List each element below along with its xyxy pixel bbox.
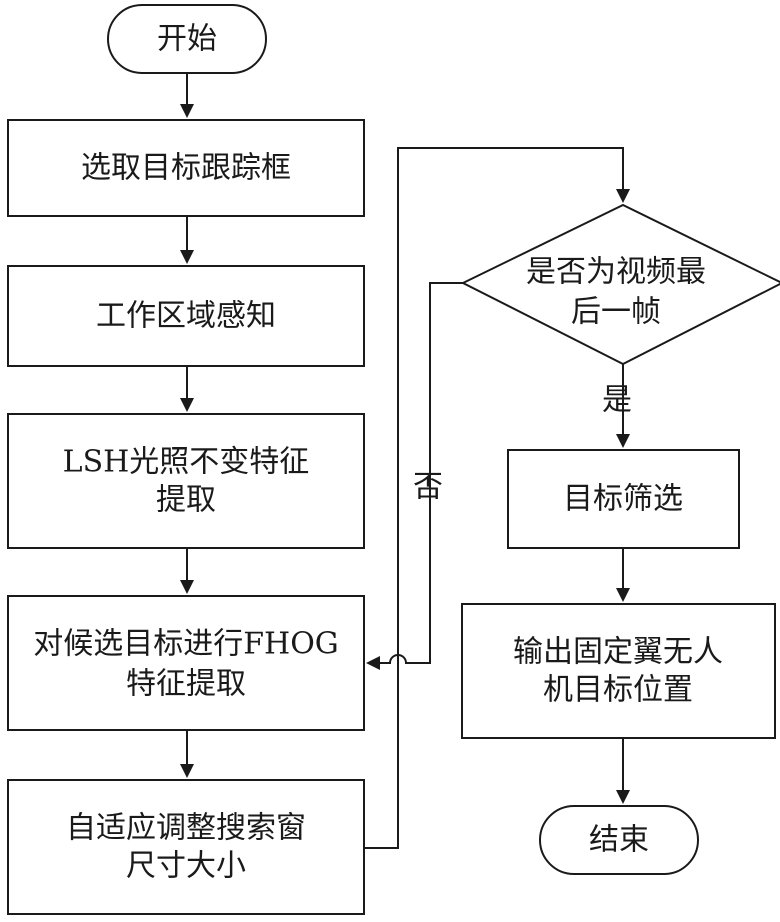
fhog-label-line1: 对候选目标进行FHOG — [33, 627, 339, 662]
adapt-label-line1: 自适应调整搜索窗 — [66, 811, 306, 846]
decision-label-line1: 是否为视频最 — [526, 255, 706, 290]
arrowhead — [616, 434, 630, 448]
lsh-label-line1: LSH光照不变特征 — [63, 445, 310, 480]
output-label-line1: 输出固定翼无人 — [513, 635, 723, 670]
adapt-label-line2: 尺寸大小 — [126, 849, 246, 884]
connector-decision-no — [380, 282, 463, 664]
filter-label: 目标筛选 — [563, 482, 683, 517]
fhog-label-line2: 特征提取 — [126, 667, 246, 702]
no-edge-label: 否 — [413, 470, 443, 505]
yes-edge-label: 是 — [602, 383, 632, 418]
lsh-feature-step — [7, 413, 365, 549]
arrowhead — [180, 580, 194, 594]
start-label: 开始 — [157, 22, 217, 57]
work-area-step — [7, 265, 365, 367]
arrowhead — [366, 656, 380, 670]
arrowhead — [616, 189, 630, 203]
connector-adapt-decision — [364, 147, 624, 849]
arrowhead — [180, 764, 194, 778]
arrowhead — [180, 104, 194, 118]
arrowhead — [180, 398, 194, 412]
fhog-feature-step — [7, 595, 365, 731]
select-box-label: 选取目标跟踪框 — [81, 151, 291, 186]
select-box-step — [7, 119, 365, 217]
adapt-window-step — [7, 779, 365, 915]
target-filter-step — [507, 449, 740, 549]
arrowhead — [616, 790, 630, 804]
output-label-line2: 机目标位置 — [543, 673, 693, 708]
decision-label-line2: 后一帧 — [571, 295, 661, 330]
end-label: 结束 — [589, 823, 649, 858]
arrowhead — [616, 588, 630, 602]
end-terminal — [539, 805, 699, 875]
arrowhead — [180, 250, 194, 264]
lsh-label-line2: 提取 — [156, 483, 216, 518]
output-position-step — [461, 603, 776, 739]
work-area-label: 工作区域感知 — [96, 299, 276, 334]
